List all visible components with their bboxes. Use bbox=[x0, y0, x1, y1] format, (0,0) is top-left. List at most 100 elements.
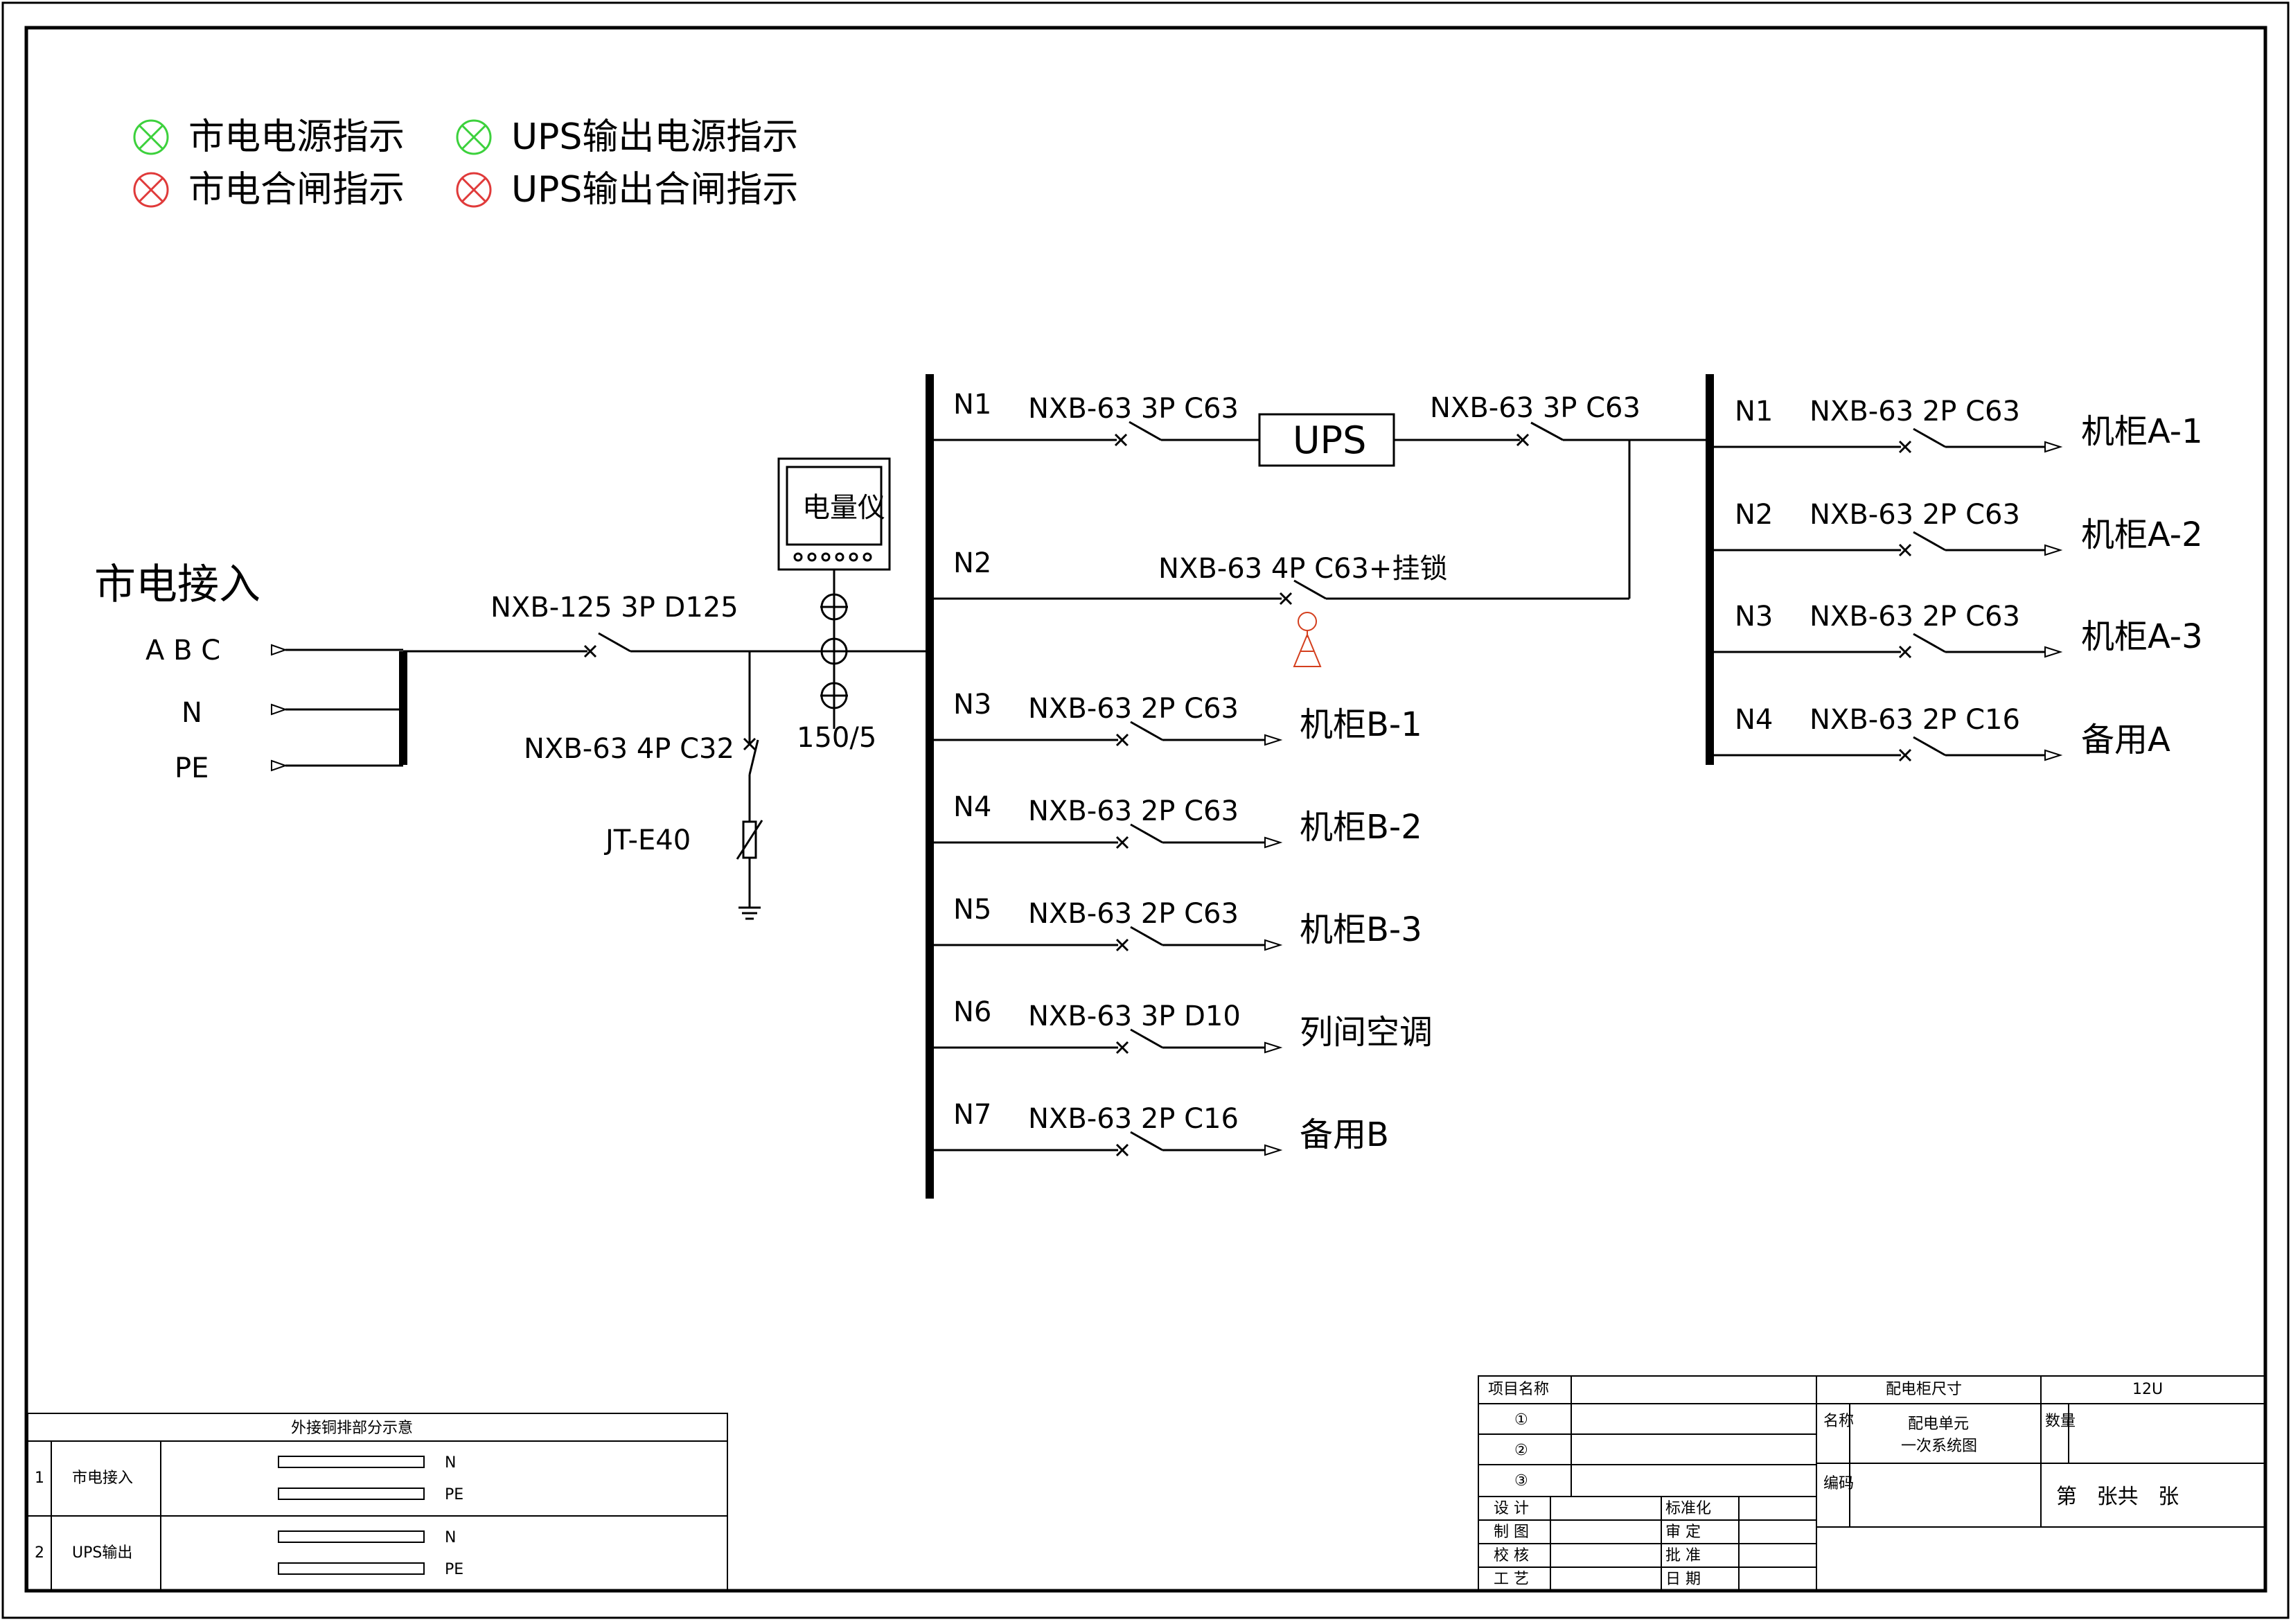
size-value: 12U bbox=[2132, 1381, 2163, 1398]
role-label: 校 核 bbox=[1494, 1547, 1529, 1564]
main-breaker-label: NXB-125 3P D125 bbox=[490, 592, 738, 624]
breaker-label: NXB-63 3P C63 bbox=[1028, 393, 1239, 425]
red-indicator-icon bbox=[133, 172, 169, 208]
load-label: 机柜B-3 bbox=[1300, 910, 1422, 949]
output-arrow-icon bbox=[1264, 1041, 1283, 1054]
breaker-label: NXB-63 2P C63 bbox=[1028, 693, 1239, 725]
breaker-icon bbox=[1898, 427, 1946, 454]
circuit-id: N6 bbox=[953, 996, 991, 1028]
breaker-icon bbox=[1279, 579, 1327, 606]
copper-bar-label: PE bbox=[445, 1486, 463, 1503]
size-label: 配电柜尺寸 bbox=[1886, 1381, 1962, 1398]
role-label: 制 图 bbox=[1494, 1524, 1529, 1541]
breaker-icon bbox=[1115, 721, 1163, 747]
output-arrow-icon bbox=[2044, 441, 2063, 453]
item-mark: ② bbox=[1514, 1442, 1528, 1459]
load-label: 列间空调 bbox=[1300, 1013, 1433, 1052]
output-arrow-icon bbox=[1264, 734, 1283, 746]
breaker-icon bbox=[1898, 633, 1946, 659]
breaker-label: NXB-63 2P C63 bbox=[1028, 898, 1239, 930]
name-value-2: 一次系统图 bbox=[1901, 1438, 1977, 1455]
role-label: 工 艺 bbox=[1494, 1571, 1529, 1588]
input-busbar bbox=[399, 651, 407, 765]
breaker-label: NXB-63 3P D10 bbox=[1028, 1000, 1241, 1032]
ups-output-line bbox=[1394, 421, 1708, 599]
copper-row-no: 1 bbox=[35, 1469, 44, 1487]
legend-green-2: UPS输出电源指示 bbox=[511, 116, 798, 158]
title-block bbox=[1478, 1375, 2266, 1591]
role-label: 设 计 bbox=[1494, 1500, 1529, 1517]
item-mark: ③ bbox=[1514, 1472, 1528, 1490]
surge-protector-label: JT-E40 bbox=[603, 824, 691, 856]
load-label: 机柜B-1 bbox=[1300, 705, 1422, 744]
copper-bar-label: N bbox=[445, 1529, 456, 1546]
breaker-icon bbox=[1115, 926, 1163, 952]
green-indicator-icon bbox=[456, 119, 492, 155]
bus1-circuit: N2 NXB-63 4P C63+挂锁 bbox=[934, 547, 1629, 606]
input-section: 市电接入 A B C N PE bbox=[94, 561, 407, 784]
copper-row-name: UPS输出 bbox=[72, 1544, 132, 1562]
red-indicator-icon bbox=[456, 172, 492, 208]
output-arrow-icon bbox=[2044, 749, 2063, 761]
meter-label: 电量仪 bbox=[802, 492, 885, 524]
qty-label: 数量 bbox=[2045, 1413, 2076, 1430]
copper-bar-label: PE bbox=[445, 1561, 463, 1578]
surge-breaker-label: NXB-63 4P C32 bbox=[524, 733, 734, 765]
padlock-icon bbox=[1293, 612, 1322, 667]
project-label: 项目名称 bbox=[1488, 1381, 1549, 1398]
copper-row-no: 2 bbox=[35, 1544, 44, 1562]
role-label: 批 准 bbox=[1665, 1547, 1701, 1564]
load-label: 机柜A-1 bbox=[2081, 412, 2203, 451]
breaker-icon bbox=[1898, 531, 1946, 557]
busbar-2 bbox=[1706, 374, 1714, 765]
output-arrow-icon bbox=[1264, 836, 1283, 849]
inner-border bbox=[24, 26, 2267, 1593]
output-arrow-icon bbox=[2044, 544, 2063, 556]
role-label: 日 期 bbox=[1665, 1571, 1701, 1588]
legend-red-2: UPS输出合闸指示 bbox=[511, 169, 798, 211]
output-arrow-icon bbox=[1264, 939, 1283, 951]
breaker-label: NXB-63 4P C63+挂锁 bbox=[1158, 553, 1447, 585]
breaker-label: NXB-63 2P C16 bbox=[1810, 704, 2020, 736]
ct-ratio-label: 150/5 bbox=[797, 722, 876, 754]
copper-table bbox=[27, 1413, 728, 1591]
breaker-icon bbox=[1114, 421, 1162, 447]
main-feed bbox=[403, 632, 928, 658]
breaker-label: NXB-63 2P C63 bbox=[1810, 499, 2020, 531]
circuit-id: N4 bbox=[953, 791, 991, 823]
copper-row-name: 市电接入 bbox=[72, 1469, 133, 1487]
green-indicator-icon bbox=[133, 119, 169, 155]
circuit-id: N2 bbox=[1735, 499, 1773, 531]
phase-label: A B C bbox=[145, 635, 220, 667]
name-value-1: 配电单元 bbox=[1908, 1415, 1969, 1433]
bus1-circuit: N6 NXB-63 3P D10 列间空调 bbox=[934, 996, 1433, 1054]
circuit-id: N2 bbox=[953, 547, 991, 579]
neutral-label: N bbox=[182, 697, 202, 729]
load-label: 备用B bbox=[1300, 1115, 1389, 1154]
ups-label: UPS bbox=[1293, 418, 1366, 462]
circuit-id: N7 bbox=[953, 1099, 991, 1131]
breaker-icon bbox=[1115, 823, 1163, 849]
earth-label: PE bbox=[175, 752, 209, 784]
load-label: 机柜A-3 bbox=[2081, 617, 2203, 656]
copper-bar-label: N bbox=[445, 1454, 456, 1472]
sheet-count: 第 张共 张 bbox=[2056, 1485, 2179, 1509]
circuit-id: N4 bbox=[1735, 704, 1773, 736]
copper-table-title: 外接铜排部分示意 bbox=[291, 1420, 413, 1437]
output-arrow-icon bbox=[1264, 1144, 1283, 1156]
item-mark: ① bbox=[1514, 1411, 1528, 1429]
busbar-1 bbox=[926, 374, 934, 1199]
code-label: 编码 bbox=[1823, 1475, 1854, 1492]
name-label: 名称 bbox=[1823, 1413, 1854, 1430]
